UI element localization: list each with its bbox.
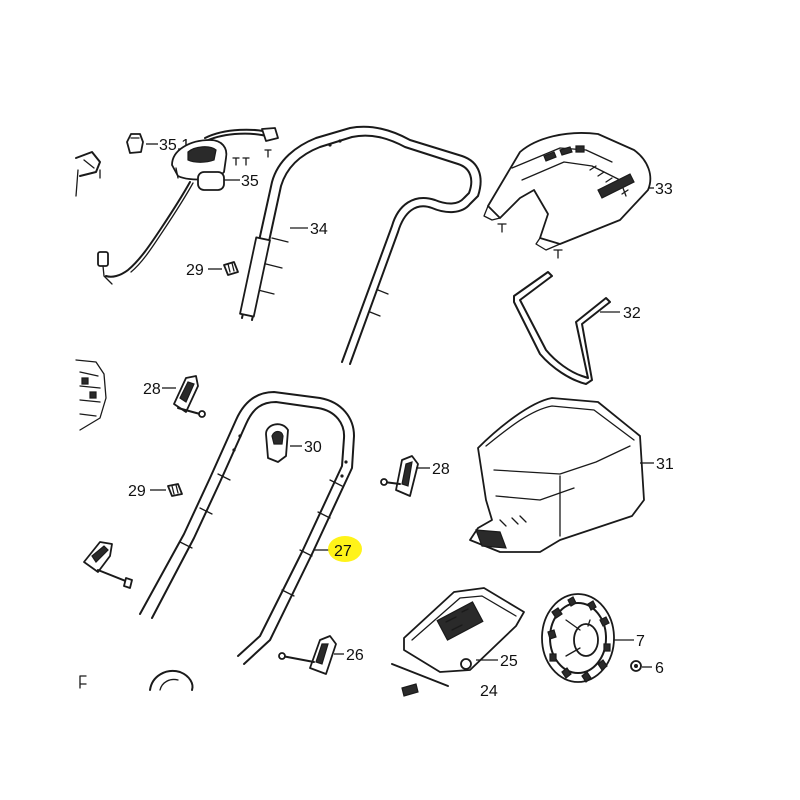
label-30: 30 [304, 439, 322, 456]
part-34-upper-handle[interactable] [239, 125, 482, 365]
label-35: 35 [241, 173, 259, 190]
label-34: 34 [310, 221, 328, 238]
label-32: 32 [623, 305, 641, 322]
label-31: 31 [656, 456, 674, 473]
partial-motor [75, 359, 107, 431]
part-30-hook[interactable] [265, 423, 289, 463]
partial-lever-bottom-left [83, 541, 133, 589]
label-29-lower: 29 [128, 483, 146, 500]
partial-bottom-left-parts [79, 670, 194, 691]
part-28-lever-right[interactable] [380, 455, 419, 497]
part-31-grass-box[interactable] [469, 397, 645, 553]
part-32-wire-frame[interactable] [513, 271, 611, 385]
part-29-clip-upper[interactable] [223, 261, 239, 276]
part-26-lever-bolt[interactable] [278, 635, 337, 675]
part-28-lever-left[interactable] [173, 375, 206, 418]
label-26: 26 [346, 647, 364, 664]
label-28-right: 28 [432, 461, 450, 478]
part-35-switch-box[interactable] [97, 127, 279, 285]
part-24-axle[interactable] [391, 663, 449, 697]
label-7: 7 [636, 633, 645, 650]
part-29-clip-lower[interactable] [167, 483, 183, 497]
label-25: 25 [500, 653, 518, 670]
part-33-top-cover[interactable] [483, 132, 652, 259]
label-27: 27 [334, 543, 352, 560]
label-29-upper: 29 [186, 262, 204, 279]
label-24: 24 [480, 683, 498, 700]
partial-cable-connector [75, 151, 101, 197]
label-28-left: 28 [143, 381, 161, 398]
part-35-1-cap[interactable] [126, 133, 144, 154]
part-6-washer[interactable] [630, 660, 642, 672]
part-27-lower-handle[interactable] [139, 391, 355, 665]
part-7-wheel[interactable] [541, 593, 615, 683]
label-27-highlight [328, 536, 362, 562]
label-6: 6 [655, 660, 664, 677]
part-25-rear-flap[interactable] [403, 587, 525, 673]
label-33: 33 [655, 181, 673, 198]
